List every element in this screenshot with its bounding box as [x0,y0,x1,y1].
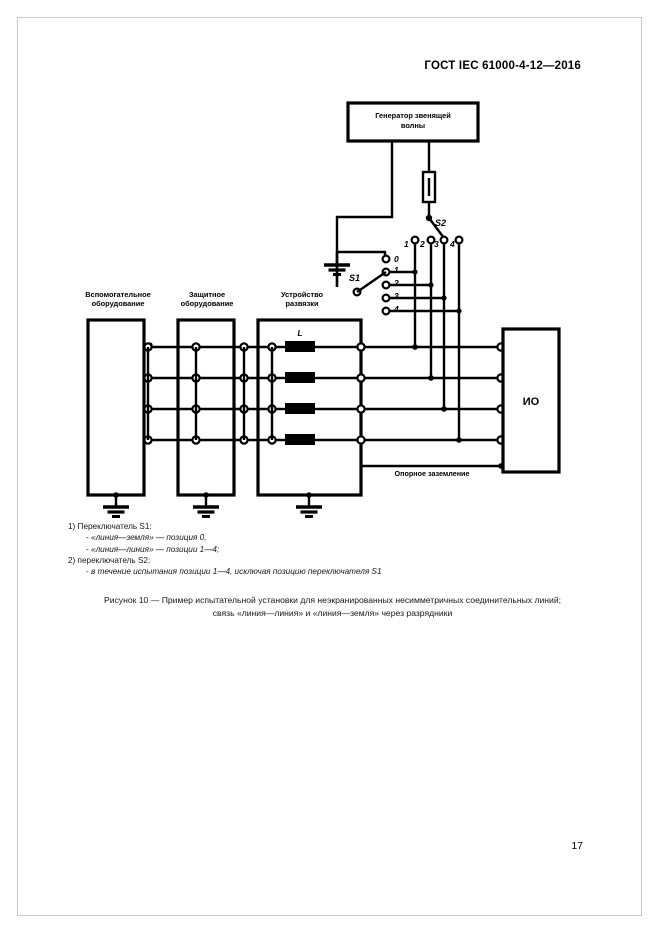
s1-position-label-2: 2 [393,278,399,288]
figure-caption-line1: Рисунок 10 — Пример испытательной устано… [103,595,562,605]
switch-s2-label: S2 [435,218,446,228]
page-border-frame [17,17,642,916]
note-dash: - [86,544,89,554]
series-element-component [421,170,437,217]
eut-label: ИО [523,396,540,408]
aux-equipment-label-line1: Вспомогательное [85,290,150,299]
reference-ground-label: Опорное заземление [395,469,470,478]
s1-position-label-4: 4 [393,304,399,314]
note-item-1: 1) Переключатель S1: [68,522,152,531]
figure-caption: Рисунок 10 — Пример испытательной устано… [45,594,620,620]
s2-contact-label-1: 1 [404,239,409,249]
aux-equipment-label-line2: оборудование [92,299,145,308]
protective-equipment-label-line1: Защитное [189,290,225,299]
switch-s1[interactable]: S1 0 1 2 3 4 [322,250,399,316]
decoupling-device-label-line1: Устройство [281,290,324,299]
aux-equipment-ground-symbol [101,493,131,519]
s1-position-label-1: 1 [394,265,399,275]
figure-caption-line2: связь «линия—линия» и «линия—земля» чере… [212,607,453,618]
eut-box: ИО [501,327,561,474]
note-item-2-sub-1-text: в течение испытания позиции 1—4, исключа… [91,567,382,577]
equipment-box-titles: Вспомогательное оборудование Защитное об… [85,290,323,308]
signal-lines-group: L [143,329,506,445]
note-item-2-sub-1: - в течение испытания позиции 1—4, исклю… [68,566,588,577]
switch-s2-contacts[interactable]: 1 2 3 4 [404,235,464,249]
switch-s2[interactable]: S2 [425,214,446,239]
s1-position-label-3: 3 [394,291,399,301]
page-number: 17 [571,840,583,852]
note-item-1-sub-1: - «линия—земля» — позиция 0, [68,532,588,543]
s2-contact-label-4: 4 [449,239,455,249]
decoupling-device-label-line2: развязки [285,299,319,308]
reference-ground-line: Опорное заземление [359,463,505,495]
protective-equipment-ground-symbol [191,493,221,519]
note-dash: - [86,533,89,543]
equipment-ground-symbols [101,492,324,519]
s2-contact-label-2: 2 [419,239,425,249]
note-item-1-sub-2-text: «линия—линия» — позиции 1—4; [91,544,220,554]
switch-s1-label: S1 [349,273,360,283]
s2-contact-label-3: 3 [434,239,439,249]
ringing-wave-generator: Генератор звенящей волны [346,101,480,143]
generator-label-line2: волны [401,121,425,130]
protective-equipment-box [176,318,236,497]
s1-contact-leads [390,269,462,314]
note-item-2: 2) переключатель S2: [68,555,151,565]
document-header-standard-number: ГОСТ IEC 61000-4-12—2016 [424,60,581,72]
note-item-1-sub-2: - «линия—линия» — позиции 1—4; [68,544,588,555]
decoupling-device-ground-symbol [294,493,324,519]
auxiliary-equipment-box [86,318,153,497]
note-item-1-sub-1-text: «линия—земля» — позиция 0, [91,533,207,543]
inductor-label-L: L [298,329,303,338]
s1-position-label-0: 0 [394,254,399,264]
s2-drop-wires [413,243,461,440]
generator-label-line1: Генератор звенящей [375,111,451,120]
note-dash: - [86,567,89,577]
figure-notes: 1) Переключатель S1: - «линия—земля» — п… [68,521,588,578]
protective-equipment-label-line2: оборудование [181,299,234,308]
switch-s1-ground-symbol [322,251,352,277]
